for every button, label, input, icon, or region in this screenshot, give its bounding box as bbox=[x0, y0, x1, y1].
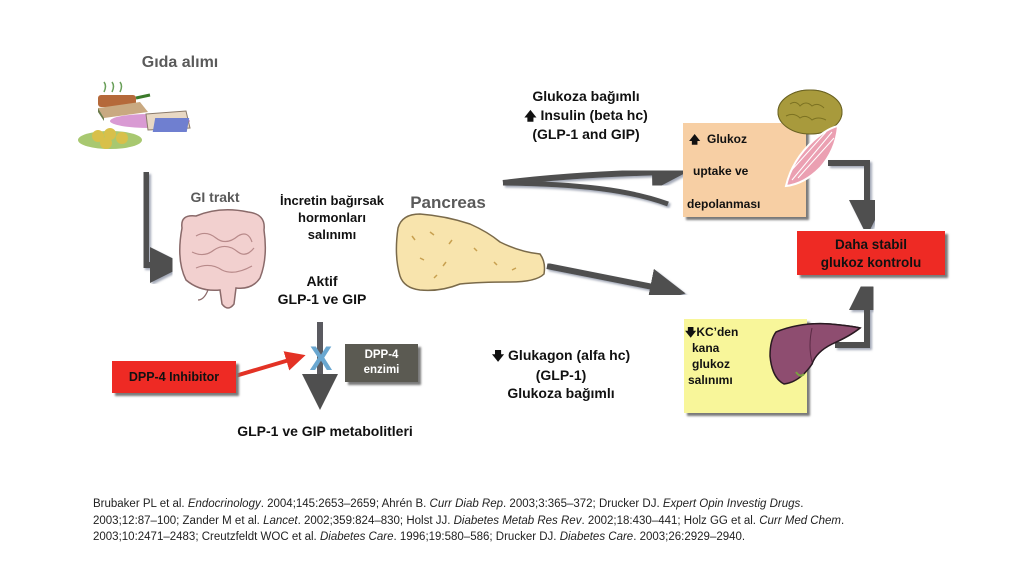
pancreas-label: Pancreas bbox=[410, 193, 486, 212]
ref-journal: Lancet bbox=[263, 514, 298, 527]
liver-line-2: kana bbox=[692, 341, 720, 355]
enzyme-line-2: enzimi bbox=[363, 364, 400, 376]
result-line-1: Daha stabil bbox=[834, 237, 908, 252]
uptake-line-3: depolanması bbox=[687, 197, 761, 211]
liver-line-4: salınımı bbox=[688, 373, 733, 387]
glucagon-line-1: Glukagon (alfa hc) bbox=[508, 347, 631, 363]
arrow-inhibitor bbox=[224, 351, 306, 381]
intestine-icon bbox=[179, 209, 267, 309]
gi-tract-label: GI trakt bbox=[190, 189, 240, 205]
ref-journal: Diabetes Care bbox=[559, 531, 634, 543]
stable-glucose-control-box: Daha stabil glukoz kontrolu bbox=[797, 231, 945, 275]
ref-journal: Expert Opin Investig Drugs bbox=[662, 498, 801, 510]
ref-text: . 2003;3:365–372; Drucker DJ. bbox=[503, 498, 663, 510]
ref-text: . 2004;145:2653–2659; Ahrén B. bbox=[260, 498, 430, 510]
arrow-up-icon: 🡅 bbox=[689, 134, 701, 146]
ref-text: Brubaker PL et al. bbox=[93, 498, 188, 510]
ref-journal: Diabetes Metab Res Rev bbox=[453, 514, 582, 527]
ref-text: . bbox=[800, 498, 804, 510]
enzyme-line-1: DPP-4 bbox=[364, 349, 399, 361]
glucagon-effect-label: 🡇 Glukagon (alfa hc) (GLP-1) Glukoza bağ… bbox=[476, 346, 646, 403]
food-intake-label: Gıda alımı bbox=[141, 54, 219, 71]
result-line-2: glukoz kontrolu bbox=[820, 255, 922, 270]
uptake-line-2: uptake ve bbox=[693, 164, 749, 178]
ref-text: 2003;10:2471–2483; Creutzfeldt WOC et al… bbox=[93, 531, 320, 543]
uptake-line-1: Glukoz bbox=[706, 132, 747, 146]
ref-journal: Diabetes Care bbox=[319, 531, 394, 543]
metabolites-label: GLP-1 ve GIP metabolitleri bbox=[237, 423, 413, 439]
hepatic-glucose-box: 🡇KC’den kana glukoz salınımı bbox=[684, 319, 807, 413]
dpp4-enzyme-box: DPP-4 enzimi bbox=[345, 344, 418, 382]
active-glp1-gip-label: Aktif GLP-1 ve GIP bbox=[252, 272, 392, 308]
arrow-uptake-to-result bbox=[828, 160, 885, 236]
arrow-pancreas-to-uptake bbox=[502, 154, 688, 191]
active-line-2: GLP-1 ve GIP bbox=[277, 291, 367, 307]
glucagon-line-3: Glukoza bağımlı bbox=[507, 385, 615, 401]
block-x-icon: X bbox=[309, 340, 333, 378]
pancreas-icon bbox=[395, 213, 546, 292]
ref-journal: Endocrinology bbox=[187, 498, 261, 510]
insulin-line-3: (GLP-1 and GIP) bbox=[532, 126, 640, 142]
references: Brubaker PL et al. Endocrinology. 2004;1… bbox=[93, 496, 923, 546]
arrow-down-icon: 🡇 bbox=[491, 349, 505, 363]
arrow-food-to-gi bbox=[143, 172, 186, 283]
liver-line-3: glukoz bbox=[692, 357, 730, 371]
food-plate-icon bbox=[78, 81, 191, 149]
arrow-pancreas-branch bbox=[502, 180, 669, 207]
arrow-down-icon: 🡇 bbox=[685, 327, 697, 339]
insulin-line-2: Insulin (beta hc) bbox=[540, 106, 648, 123]
incretin-line-3: salınımı bbox=[307, 227, 357, 242]
insulin-effect-label: Glukoza bağımlı 🡅 Insulin (beta hc) (GLP… bbox=[506, 87, 666, 144]
ref-journal: Curr Diab Rep bbox=[429, 498, 504, 510]
active-line-1: Aktif bbox=[306, 273, 338, 289]
ref-text: . bbox=[841, 514, 845, 527]
dpp4-inhibitor-box: DPP-4 Inhibitor bbox=[112, 361, 236, 393]
liver-line-1: KC’den bbox=[696, 325, 739, 339]
incretin-line-2: hormonları bbox=[298, 210, 366, 225]
ref-text: . 1996;19:580–586; Drucker DJ. bbox=[393, 531, 560, 543]
insulin-line-1: Glukoza bağımlı bbox=[532, 88, 640, 104]
ref-text: . 2003;26:2929–2940. bbox=[633, 531, 746, 543]
glucose-uptake-box: 🡅 Glukoz uptake ve depolanması bbox=[683, 123, 806, 217]
arrow-up-icon: 🡅 bbox=[524, 108, 537, 123]
arrow-pancreas-to-liver bbox=[546, 263, 686, 305]
ref-text: . 2002;18:430–441; Holz GG et al. bbox=[581, 514, 760, 527]
ref-text: 2003;12:87–100; Zander M et al. bbox=[93, 514, 264, 527]
glucagon-line-2: (GLP-1) bbox=[535, 366, 587, 383]
incretin-release-label: İncretin bağırsak hormonları salınımı bbox=[262, 192, 402, 243]
ref-journal: Curr Med Chem bbox=[759, 514, 841, 527]
incretin-line-1: İncretin bağırsak bbox=[279, 193, 385, 208]
ref-text: . 2002;359:824–830; Holst JJ. bbox=[297, 514, 454, 527]
